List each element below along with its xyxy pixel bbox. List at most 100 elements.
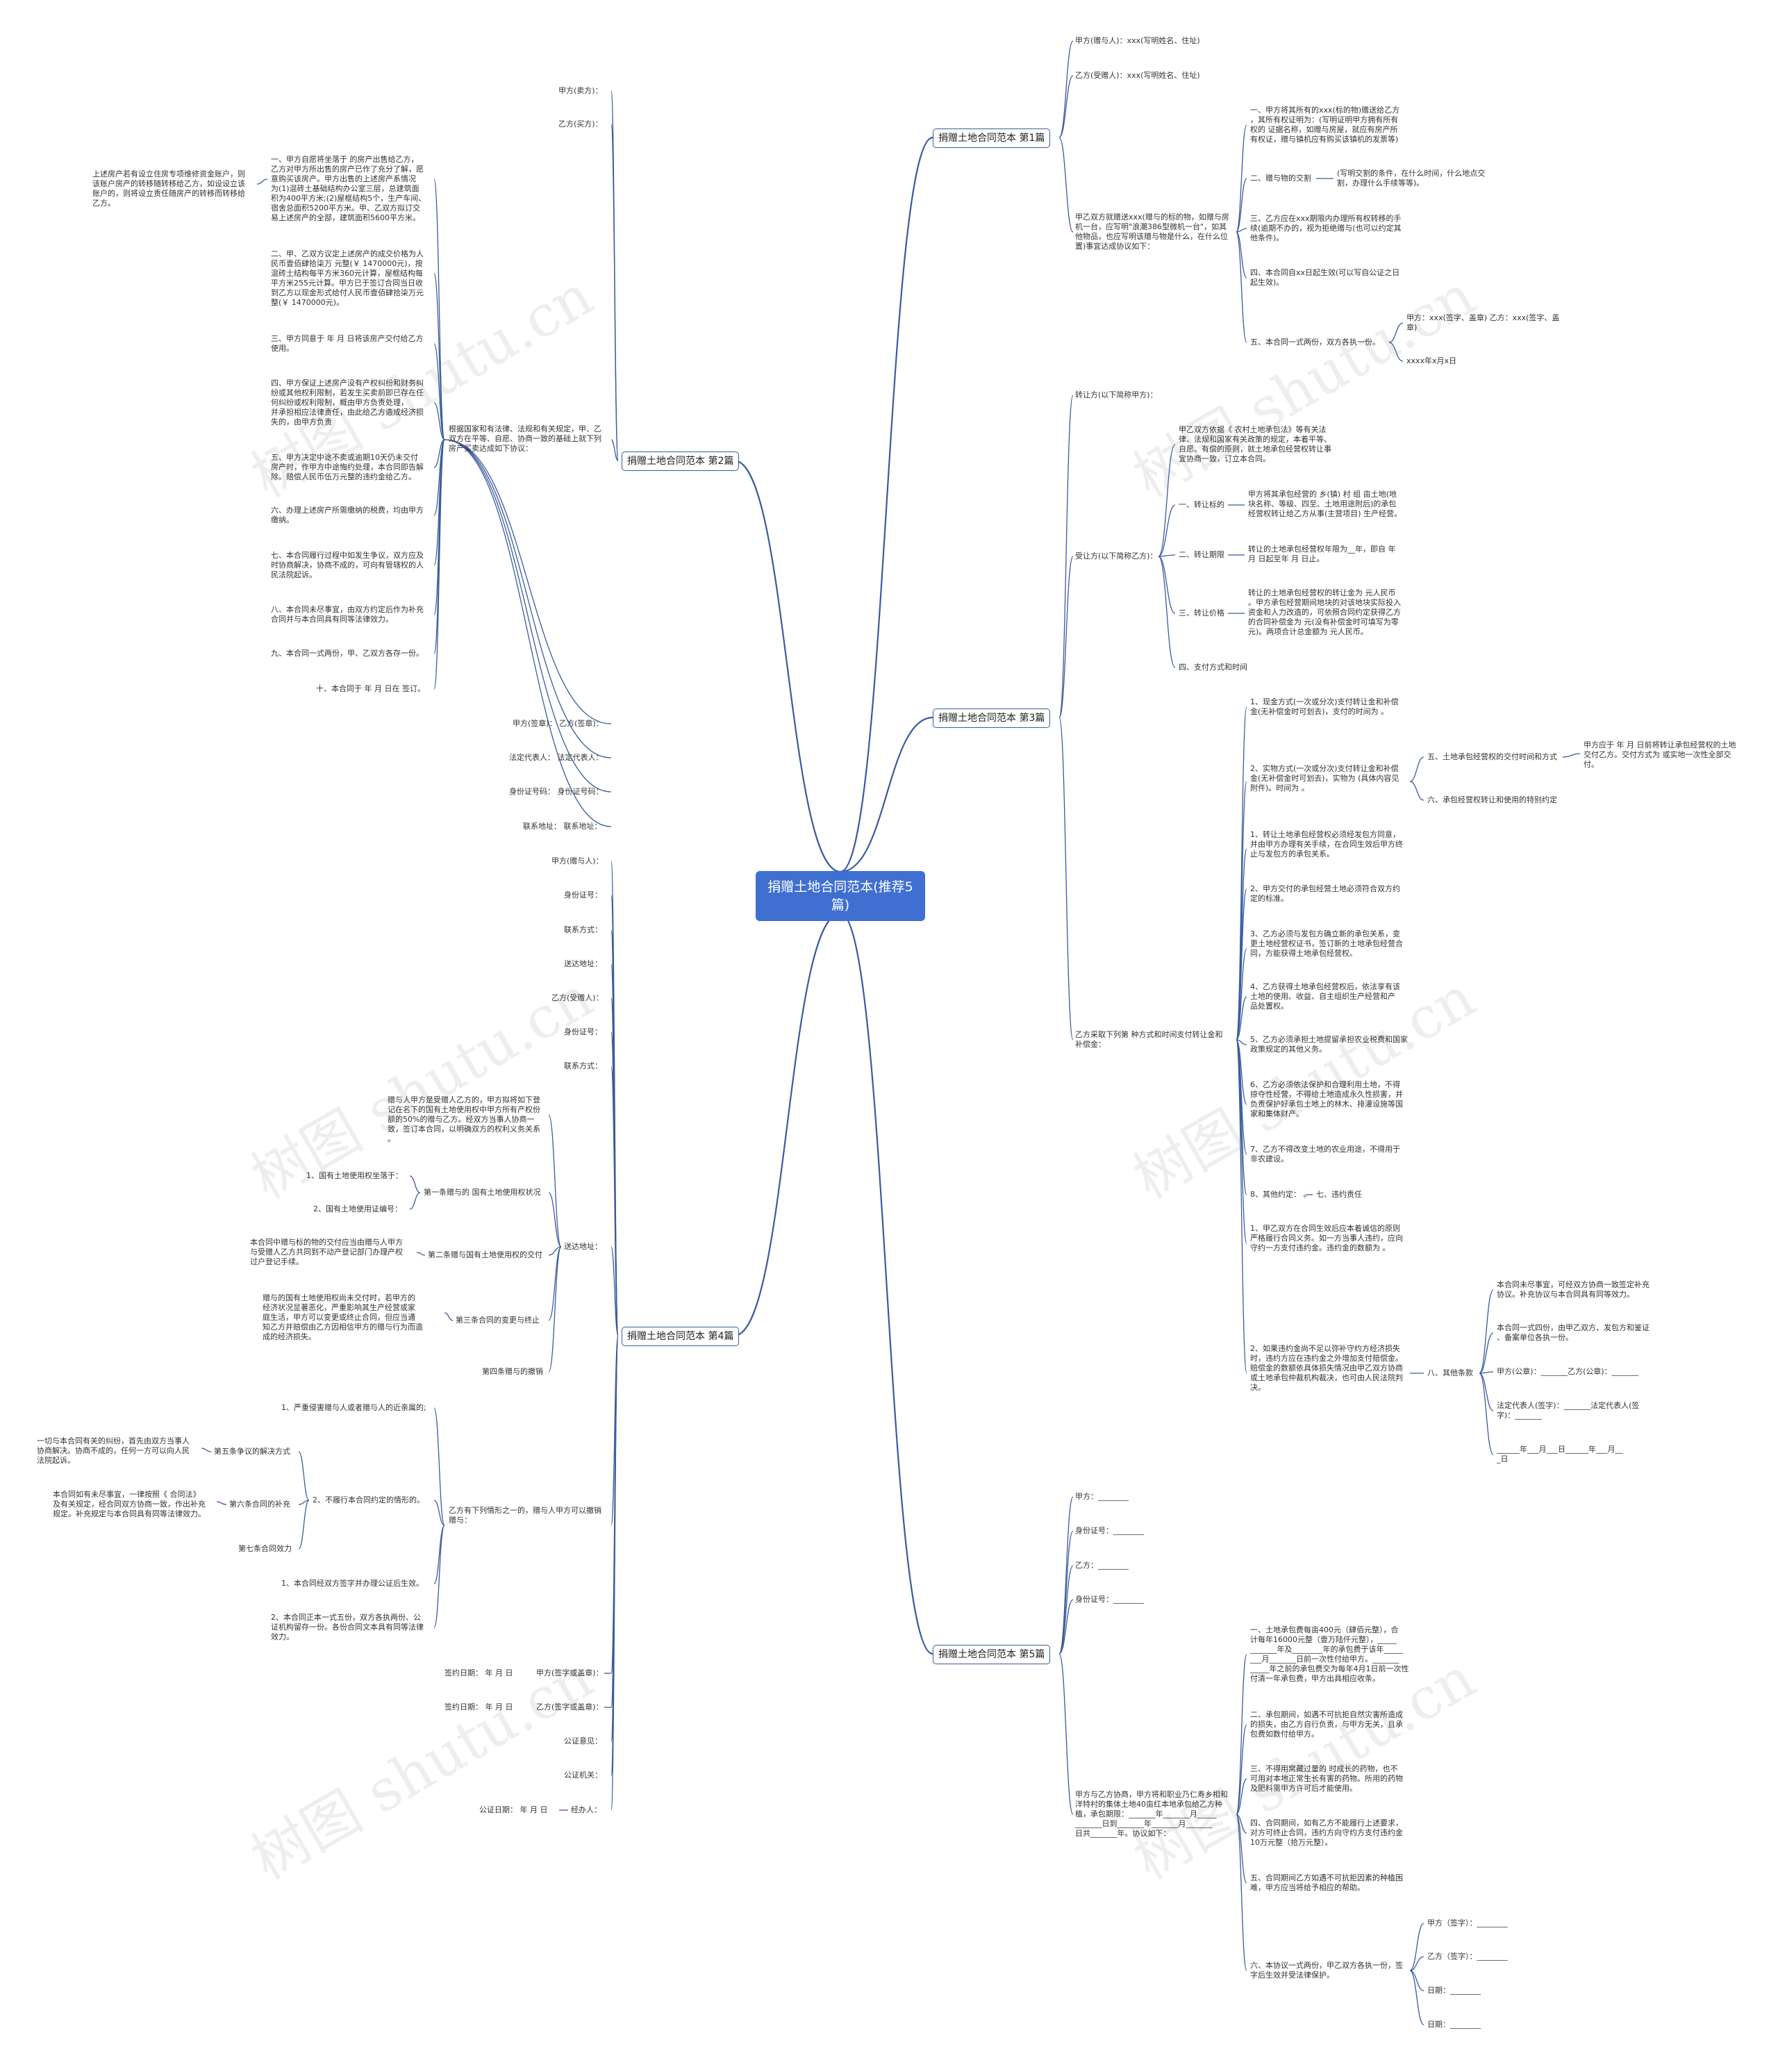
connector-line <box>1236 1654 1247 1815</box>
branch-node-1[interactable]: 捐赠土地合同范本 第1篇 <box>933 129 1051 148</box>
connector-line <box>1236 1724 1247 1815</box>
node-text: 四、合同期间，如有乙方不能履行上述要求， 对方可终止合同，违约方向守约方支付违约… <box>1250 1818 1403 1847</box>
branch-node-3[interactable]: 捐赠土地合同范本 第3篇 <box>933 708 1051 728</box>
node-text: 甲方：xxx(签字、盖章) 乙方：xxx(签字、盖 章) <box>1406 313 1560 332</box>
node-text: 本合同如有未尽事宜，一律按照《 合同法》 及有关规定，经合同双方协商一致，作出补… <box>53 1490 206 1518</box>
node-text: 二、甲、乙双方议定上述房产的成交价格为人 民币壹佰肆拾柒万 元整(￥ 14700… <box>271 249 424 307</box>
root-node[interactable]: 捐赠土地合同范本(推荐5篇) <box>756 871 925 921</box>
node-text: 三、甲方同意于 年 月 日将该房产交付给乙方 使用。 <box>271 334 424 353</box>
node-text: 六、办理上述房产所需缴纳的税费，均由甲方 缴纳。 <box>271 506 424 524</box>
connector-line <box>548 1192 562 1248</box>
node-text: 转让的土地承包经营权年限为__年，即自 年 月 日起至年 月 日止。 <box>1248 545 1396 563</box>
node-text: 身份证号：________ <box>1075 1526 1144 1535</box>
node-text: 本合同中赠与标的物的交付应当由赠与人甲方 与受赠人乙方共同到不动产登记部门办理产… <box>250 1238 403 1266</box>
node-text: 转让的土地承包经营权的转让金为 元人民币 。甲方承包经营期间地块的对该地块实际投… <box>1248 588 1401 636</box>
connector-line <box>1158 504 1176 557</box>
node-text: 本合同一式四份，由甲乙双方、发包方和鉴证 、备案单位各执一份。 <box>1497 1323 1650 1342</box>
connector-line <box>1236 228 1247 233</box>
connector-line <box>610 1066 619 1336</box>
connector-line <box>1409 1970 1424 2025</box>
node-text: 第四条赠与的撤销 <box>482 1367 543 1376</box>
connector-line <box>1236 231 1247 279</box>
branch-node-5[interactable]: 捐赠土地合同范本 第5篇 <box>933 1645 1051 1664</box>
connector-line <box>1058 1565 1074 1655</box>
connector-line <box>1409 781 1424 801</box>
node-text: 1、本合同经双方签字并办理公证后生效。 <box>281 1579 424 1588</box>
connector-line <box>1058 1530 1074 1655</box>
node-text: 甲方应于 年 月 日前将转让承包经营权的土地 交付乙方。交付方式为 或实地一次性… <box>1584 740 1736 769</box>
node-text: 六、本协议一式两份，甲乙双方各执一份，签 字后生效并受法律保护。 <box>1250 1961 1403 1980</box>
connector-line <box>201 1448 212 1452</box>
node-text: 6、乙方必须依法保护和合理利用土地，不得 掠夺性经营，不得给土地造成永久性损害，… <box>1250 1080 1403 1118</box>
branch-node-2[interactable]: 捐赠土地合同范本 第2篇 <box>622 451 740 471</box>
node-text: 七、本合同履行过程中如发生争议，双方应及 时协商解决，协商不成的，可向有管辖权的… <box>271 551 424 579</box>
node-text: 法定代表人： 法定代表人： <box>509 753 604 762</box>
node-text: 一切与本合同有关的纠纷，首先由双方当事人 协商解决。协商不成的，任何一方可以向人… <box>37 1436 190 1465</box>
node-text: 一、甲方自愿将坐落于 的房产出售给乙方， 乙方对甲方所出售的房产已作了充分了解，… <box>271 155 426 222</box>
connector-line <box>1158 444 1176 557</box>
connector-line <box>1236 1039 1247 1045</box>
node-text: 联系方式： <box>564 1061 602 1070</box>
connector-line <box>610 1335 619 1811</box>
connector-line <box>548 1246 562 1373</box>
node-text: 1、现金方式(一次或分次)支付转让金和补偿 金(无补偿金时可划去)，支付的时间为… <box>1250 697 1399 716</box>
node-text: 赠与的国有土地使用权尚未交付时，若甲方的 经济状况显著恶化，严重影响其生产经营或… <box>263 1293 423 1341</box>
node-text: 本合同未尽事宜，可经双方协商一致签定补充 协议。补充协议与本合同具有同等效力。 <box>1497 1280 1650 1299</box>
node-text: 二、赠与物的交割 <box>1250 174 1311 183</box>
node-text: 2、如果违约金尚不足以弥补守约方经济损失 时，违约方应在违约金之外增加支付赔偿金… <box>1250 1344 1403 1392</box>
node-text: 乙方采取下列第 种方式和时间支付转让金和 补偿金： <box>1075 1030 1223 1049</box>
connector-line <box>444 439 612 827</box>
node-text: 甲方（签字）：________ <box>1427 1918 1508 1928</box>
node-text: 2、甲方交付的承包经营土地必须符合双方约 定的标准。 <box>1250 884 1400 903</box>
node-text: 甲方(赠与人)：xxx(写明姓名、住址) <box>1075 36 1200 45</box>
node-text: 公证机关： <box>564 1771 602 1780</box>
node-text: 签约日期： 年 月 日 <box>444 1668 513 1677</box>
connector-line <box>1236 948 1247 1041</box>
node-text: 第六条合同的补充 <box>229 1500 290 1509</box>
connector-line <box>610 124 619 461</box>
connector-line <box>1236 1814 1247 1884</box>
connector-line <box>433 1525 445 1628</box>
connector-line <box>1058 40 1074 138</box>
connector-line <box>416 1252 426 1256</box>
node-text: 五、甲方决定中途不卖或逾期10天仍未交付 房产时，作甲方中途悔约处理，本合同即告… <box>271 453 424 481</box>
connector-line <box>1058 1496 1074 1655</box>
node-text: 甲乙双方就赠送xxx(赠与的标的物，如赠与房 机一台，应写明"浪潮386型微机一… <box>1075 213 1229 251</box>
node-text: 五、本合同一式两份，双方各执一份。 <box>1250 338 1380 347</box>
node-text: 甲方：________ <box>1075 1492 1129 1501</box>
node-text: 第二条赠与国有土地使用权的交付 <box>428 1250 542 1259</box>
node-text: 甲方(公章)：_______乙方(公章)：_______ <box>1497 1367 1639 1376</box>
connector-line <box>444 439 612 793</box>
connector-line <box>256 179 268 185</box>
node-text: 甲方与乙方协商，甲方将和职业乃仁寿乡相和 洋特村的集体土地40亩红本地承包给乙方… <box>1075 1790 1228 1838</box>
node-text: 4、乙方获得土地承包经营权后，依法享有该 土地的使用、收益、自主组织生产经营和产… <box>1250 982 1400 1011</box>
connector-line <box>1236 178 1247 233</box>
connector-line <box>433 179 445 440</box>
node-text: 2、国有土地使用证编号： <box>313 1204 402 1213</box>
node-text: 三、乙方应在xxx期限内办理所有权转移的手 续(逾期不办的，视为拒绝赠与(也可以… <box>1250 214 1402 242</box>
connector-line <box>1058 717 1074 1041</box>
node-text: 2、实物方式(一次或分次)支付转让金和补偿 金(无补偿金时可划去)，实物为 (具… <box>1250 764 1399 793</box>
node-text: 甲方(签章)： 乙方(签章)： <box>513 719 604 728</box>
connector-line <box>1409 756 1424 782</box>
connector-line <box>444 439 612 759</box>
connector-line <box>1058 75 1074 138</box>
connector-line <box>733 459 841 873</box>
node-text: 第一条赠与的 国有土地使用权状况 <box>424 1188 541 1197</box>
branch-node-4[interactable]: 捐赠土地合同范本 第4篇 <box>622 1327 740 1346</box>
node-text: 乙方有下列情形之一的，赠与人甲方可以撤销 赠与： <box>449 1506 601 1525</box>
node-text: (写明交割的条件，在什么时间，什么地点交 割，办理什么手续等等)。 <box>1337 169 1486 188</box>
node-text: 1、转让土地承包经营权必须经发包方同意， 并由甲方办理有关手续，在合同生效后甲方… <box>1250 830 1403 859</box>
node-text: 乙方(受赠人)：xxx(写明姓名、住址) <box>1075 71 1200 80</box>
connector-line <box>1236 231 1247 343</box>
connector-line <box>1388 342 1404 362</box>
connector-line <box>1158 554 1176 557</box>
node-text: 四、支付方式和时间 <box>1179 663 1247 672</box>
node-text: 乙方(签字或盖章)： <box>536 1702 604 1712</box>
connector-line <box>610 439 619 461</box>
node-text: 身份证号码： 身份证号码： <box>509 787 604 796</box>
node-text: 十、本合同于 年 月 日在 签订。 <box>316 684 425 693</box>
node-text: 5、乙方必须承担土地提留承担农业税费和国家 政策规定的其他义务。 <box>1250 1035 1408 1054</box>
